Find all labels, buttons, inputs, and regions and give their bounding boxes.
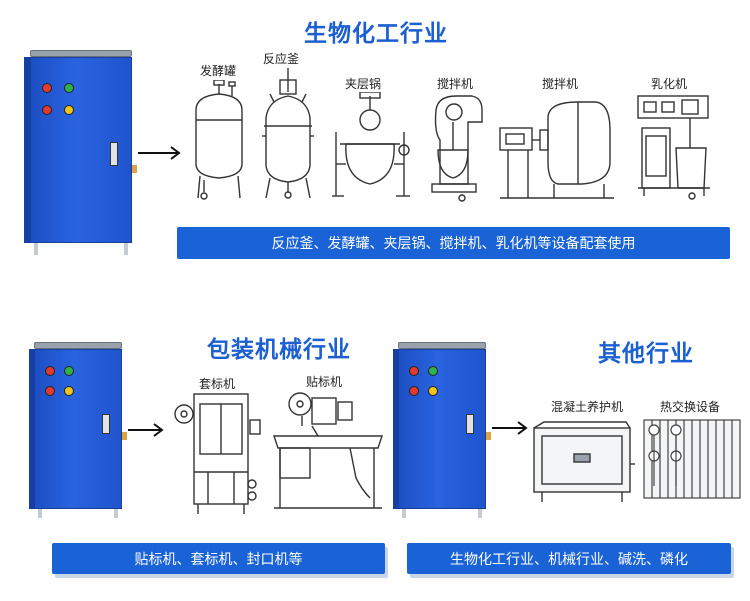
arrow-right-icon	[492, 421, 528, 435]
equipment-label-heat-exchanger: 热交换设备	[660, 400, 721, 414]
indicator-lamp-icon	[45, 366, 55, 376]
arrow-right-icon	[138, 146, 181, 160]
indicator-lamp-icon	[64, 105, 74, 115]
other-section-title: 其他行业	[598, 341, 694, 367]
indicator-lamp-icon	[42, 83, 52, 93]
mixer-1-illustration	[431, 95, 483, 202]
heat-exchanger-illustration	[643, 419, 741, 499]
steam-generator-cabinet-1	[24, 50, 137, 255]
door-handle-icon	[466, 414, 474, 434]
jacketed-kettle-illustration	[332, 92, 410, 197]
concrete-curing-machine-illustration	[533, 421, 635, 502]
steam-generator-cabinet-2	[29, 342, 127, 518]
indicator-lamp-icon	[428, 366, 438, 376]
indicator-lamp-icon	[409, 366, 419, 376]
arrow-right-icon	[128, 423, 164, 437]
labeler-illustration	[273, 392, 383, 509]
mixer-2-illustration	[499, 101, 614, 199]
packaging-section-title: 包装机械行业	[207, 337, 351, 363]
sleeve-labeler-illustration	[174, 393, 261, 514]
indicator-lamp-icon	[64, 83, 74, 93]
emulsifier-illustration	[637, 95, 710, 200]
equipment-label-sleeve-labeler: 套标机	[199, 377, 236, 391]
indicator-lamp-icon	[64, 366, 74, 376]
indicator-lamp-icon	[64, 386, 74, 396]
door-handle-icon	[102, 414, 110, 434]
other-section-banner: 生物化工行业、机械行业、碱洗、磷化	[407, 543, 731, 574]
equipment-label-concrete-curing-machine: 混凝土养护机	[551, 400, 624, 414]
indicator-lamp-icon	[42, 105, 52, 115]
equipment-label-labeler: 贴标机	[306, 375, 343, 389]
indicator-lamp-icon	[45, 386, 55, 396]
door-handle-icon	[110, 142, 118, 166]
reactor-illustration	[262, 68, 314, 199]
fermenter-illustration	[195, 80, 243, 200]
equipment-label-mixer-1: 搅拌机	[437, 77, 474, 91]
equipment-label-emulsifier: 乳化机	[651, 77, 688, 91]
equipment-label-jacketed-kettle: 夹层锅	[345, 77, 382, 91]
indicator-lamp-icon	[428, 386, 438, 396]
bio-section-title: 生物化工行业	[304, 21, 448, 47]
equipment-label-mixer-2: 搅拌机	[542, 77, 579, 91]
bio-section-banner: 反应釜、发酵罐、夹层锅、搅拌机、乳化机等设备配套使用	[177, 227, 730, 259]
indicator-lamp-icon	[409, 386, 419, 396]
steam-generator-cabinet-3	[393, 342, 491, 518]
equipment-label-fermenter: 发酵罐	[200, 64, 237, 78]
packaging-section-banner: 贴标机、套标机、封口机等	[52, 543, 385, 574]
equipment-label-reactor: 反应釜	[263, 52, 300, 66]
